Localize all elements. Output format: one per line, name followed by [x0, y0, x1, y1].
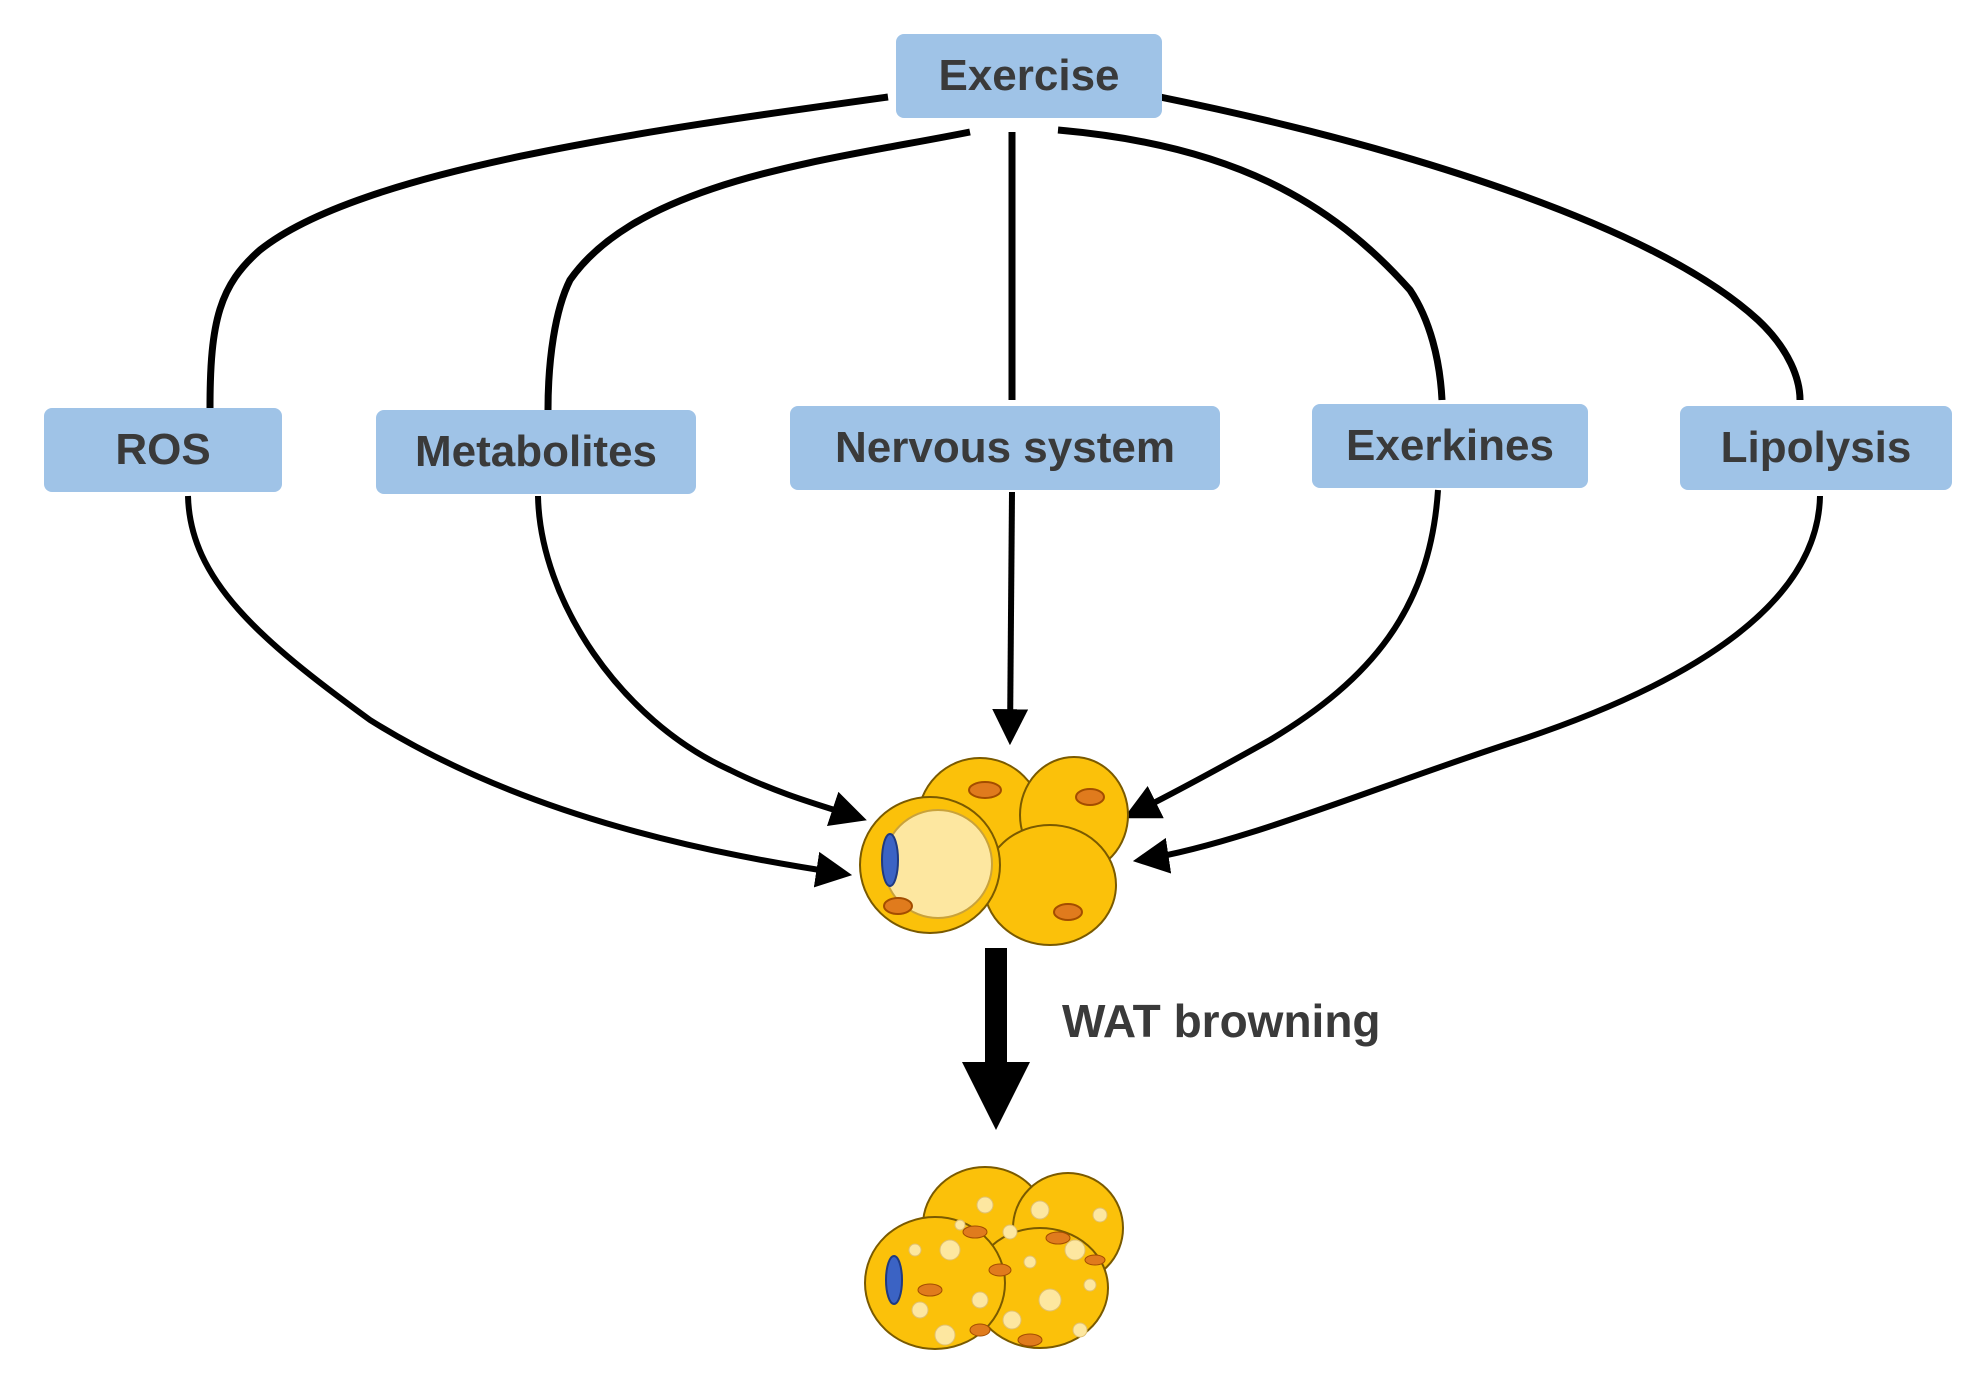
mitochondrion-icon [968, 781, 1002, 799]
connector-exercise-exerkines [1057, 126, 1446, 401]
mitochondrion-icon [917, 1283, 943, 1297]
white-adipocyte-cluster [859, 756, 1129, 946]
node-exercise: Exercise [896, 34, 1162, 118]
browning-arrow-shaft [985, 948, 1007, 1068]
browning-arrow-head [962, 1062, 1030, 1130]
mitochondrion-icon [988, 1263, 1012, 1277]
mitochondrion-icon [1053, 903, 1083, 921]
node-lipolysis: Lipolysis [1680, 406, 1952, 490]
arrow-nervous-system-to-wat [992, 491, 1029, 746]
arrow-exerkines-to-wat [1123, 489, 1441, 819]
node-ros: ROS [44, 408, 282, 492]
connector-exercise-ros [206, 93, 889, 409]
connector-exercise-metabolites [544, 128, 971, 411]
mitochondrion-icon [1045, 1231, 1071, 1245]
node-exerkines: Exerkines [1312, 404, 1588, 488]
arrow-ros-to-wat [185, 495, 853, 888]
arrow-lipolysis-to-wat [1132, 495, 1823, 874]
node-metabolites: Metabolites [376, 410, 696, 494]
node-nervous-system: Nervous system [790, 406, 1220, 490]
nucleus-icon [885, 1255, 903, 1305]
beige-adipocyte-cluster [864, 1166, 1124, 1350]
mitochondrion-icon [969, 1323, 991, 1337]
connector-exercise-lipolysis [1159, 93, 1804, 401]
nucleus-icon [881, 833, 899, 887]
wat-browning-label: WAT browning [1062, 995, 1381, 1047]
arrow-metabolites-to-wat [535, 495, 867, 826]
mitochondrion-icon [1017, 1333, 1043, 1347]
mitochondrion-icon [1084, 1254, 1106, 1266]
mitochondrion-icon [962, 1225, 988, 1239]
mitochondrion-icon [883, 897, 913, 915]
mitochondrion-icon [1075, 788, 1105, 806]
